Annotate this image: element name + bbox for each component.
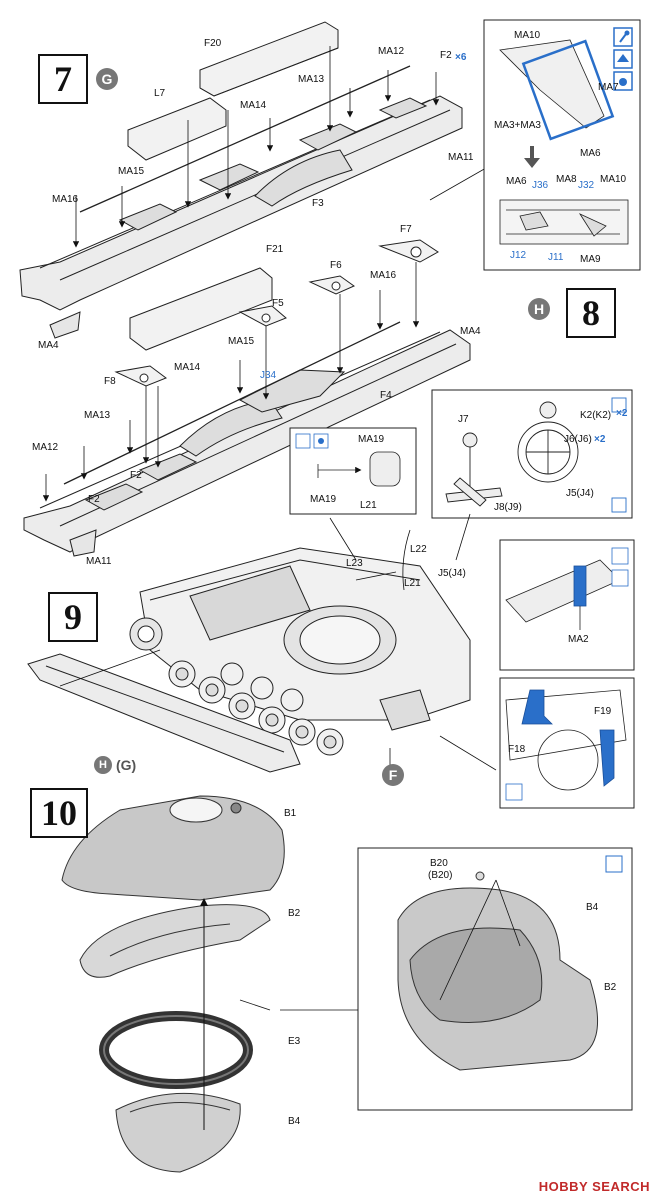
ma2-drawing	[505, 547, 629, 630]
label-ma6b: MA6	[506, 176, 527, 187]
label-j34: J34	[260, 370, 277, 381]
label-ma12b: MA12	[32, 442, 59, 453]
sub-g-paren: (G)	[116, 757, 137, 773]
label-f5: F5	[272, 298, 284, 309]
sub-h-label-circle: H	[94, 756, 112, 774]
label-f20: F20	[204, 38, 222, 49]
label-b4b: B4	[586, 902, 599, 913]
label-ma13b: MA13	[84, 410, 111, 421]
label-j36: J36	[532, 180, 549, 191]
step10-drawing	[61, 795, 285, 1173]
label-f6: F6	[330, 260, 342, 271]
label-j5b: J5(J4)	[438, 568, 466, 579]
label-j6: J6(J6)	[564, 434, 592, 445]
label-ma13: MA13	[298, 74, 325, 85]
step9-drawing	[27, 547, 471, 773]
step8-drawing	[23, 239, 471, 557]
part-labels: F20 MA12 F2 L7 MA13 MA14 MA15 MA16 F3 MA…	[32, 30, 628, 1127]
label-ma15: MA15	[118, 166, 145, 177]
step-8-box: 8	[566, 288, 616, 338]
step-10-box: 10	[30, 788, 88, 838]
label-ma14b: MA14	[174, 362, 201, 373]
label-j11: J11	[548, 252, 564, 263]
label-f18: F18	[508, 744, 526, 755]
sub-f-circle: F	[382, 764, 404, 786]
label-f19: F19	[594, 706, 612, 717]
label-b4a: B4	[288, 1116, 301, 1127]
label-ma12: MA12	[378, 46, 405, 57]
label-l21b: L21	[404, 578, 421, 589]
label-ma14: MA14	[240, 100, 267, 111]
label-b20: B20	[430, 858, 448, 869]
label-j7: J7	[458, 414, 469, 425]
label-b2a: B2	[288, 908, 301, 919]
label-ma3ma3: MA3+MA3	[494, 120, 541, 131]
label-ma10b: MA10	[600, 174, 627, 185]
label-l22: L22	[410, 544, 427, 555]
label-ma15b: MA15	[228, 336, 255, 347]
b20-connector-2	[239, 999, 271, 1011]
label-ma7: MA7	[598, 82, 619, 93]
b20-drawing	[397, 855, 623, 1071]
label-b1: B1	[284, 808, 297, 819]
label-f3: F3	[312, 198, 324, 209]
label-f7: F7	[400, 224, 412, 235]
label-ma6: MA6	[580, 148, 601, 159]
label-b2b: B2	[604, 982, 617, 993]
qty-x2b: ×2	[594, 434, 606, 445]
step-9-box: 9	[48, 592, 98, 642]
label-ma2: MA2	[568, 634, 589, 645]
label-l23: L23	[346, 558, 363, 569]
label-ma11b: MA11	[86, 556, 112, 567]
wheel-drawing	[445, 397, 627, 513]
label-l7: L7	[154, 88, 166, 99]
label-l21a: L21	[360, 500, 377, 511]
sub-g-circle: G	[96, 68, 118, 90]
label-ma19b: MA19	[310, 494, 337, 505]
sub-h-circle: H	[528, 298, 550, 320]
label-ma16: MA16	[52, 194, 79, 205]
label-ma10: MA10	[514, 30, 541, 41]
label-j32: J32	[578, 180, 595, 191]
label-ma11: MA11	[448, 152, 474, 163]
step9-leaders	[59, 513, 497, 771]
label-ma9: MA9	[580, 254, 601, 265]
step7-drawing	[19, 21, 463, 339]
label-j12: J12	[510, 250, 527, 261]
label-ma4b: MA4	[460, 326, 481, 337]
inset-drawing	[499, 39, 629, 245]
inset-icons-a	[613, 27, 633, 91]
step-7-box: 7	[38, 54, 88, 104]
label-ma16b: MA16	[370, 270, 397, 281]
label-k2: K2(K2)	[580, 410, 611, 421]
label-b20p: (B20)	[428, 870, 452, 881]
step8-leaders	[42, 262, 420, 502]
label-f8: F8	[104, 376, 116, 387]
label-f4: F4	[380, 390, 392, 401]
watermark: HOBBY SEARCH	[538, 1179, 650, 1194]
label-j5a: J5(J4)	[566, 488, 594, 499]
label-e3: E3	[288, 1036, 301, 1047]
label-ma8: MA8	[556, 174, 577, 185]
qty-x2a: ×2	[616, 408, 628, 419]
label-ma4: MA4	[38, 340, 59, 351]
label-f2: F2	[440, 50, 452, 61]
label-f2c: F2	[88, 494, 100, 505]
qty-x6: ×6	[455, 52, 467, 63]
label-ma19a: MA19	[358, 434, 385, 445]
ma19-drawing	[295, 433, 401, 487]
label-f2b: F2	[130, 470, 142, 481]
f18-drawing	[505, 689, 627, 801]
label-j8: J8(J9)	[494, 502, 522, 513]
label-f21: F21	[266, 244, 284, 255]
